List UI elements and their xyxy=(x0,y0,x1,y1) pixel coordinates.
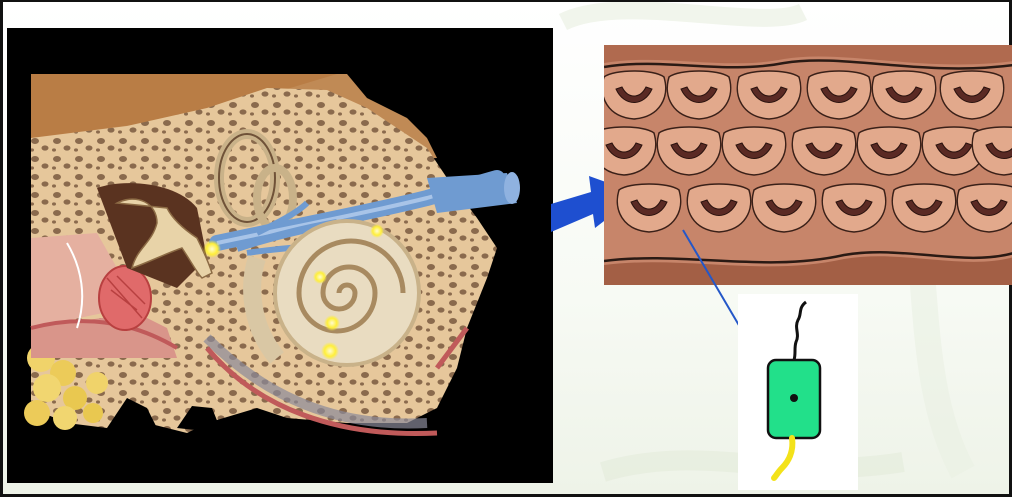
hair-cell-closeup-illustration xyxy=(604,45,1012,285)
inner-ear-panel xyxy=(7,28,553,483)
hair-cell-model-panel xyxy=(738,294,858,490)
inner-ear-illustration xyxy=(7,28,553,483)
cell-nucleus xyxy=(790,394,798,402)
cell-tail xyxy=(774,438,792,478)
hair-cell-model xyxy=(738,294,858,490)
stereocilia-line xyxy=(794,302,806,360)
hair-cell-bundles xyxy=(604,71,1012,232)
hair-cell-closeup-panel xyxy=(604,45,1012,285)
